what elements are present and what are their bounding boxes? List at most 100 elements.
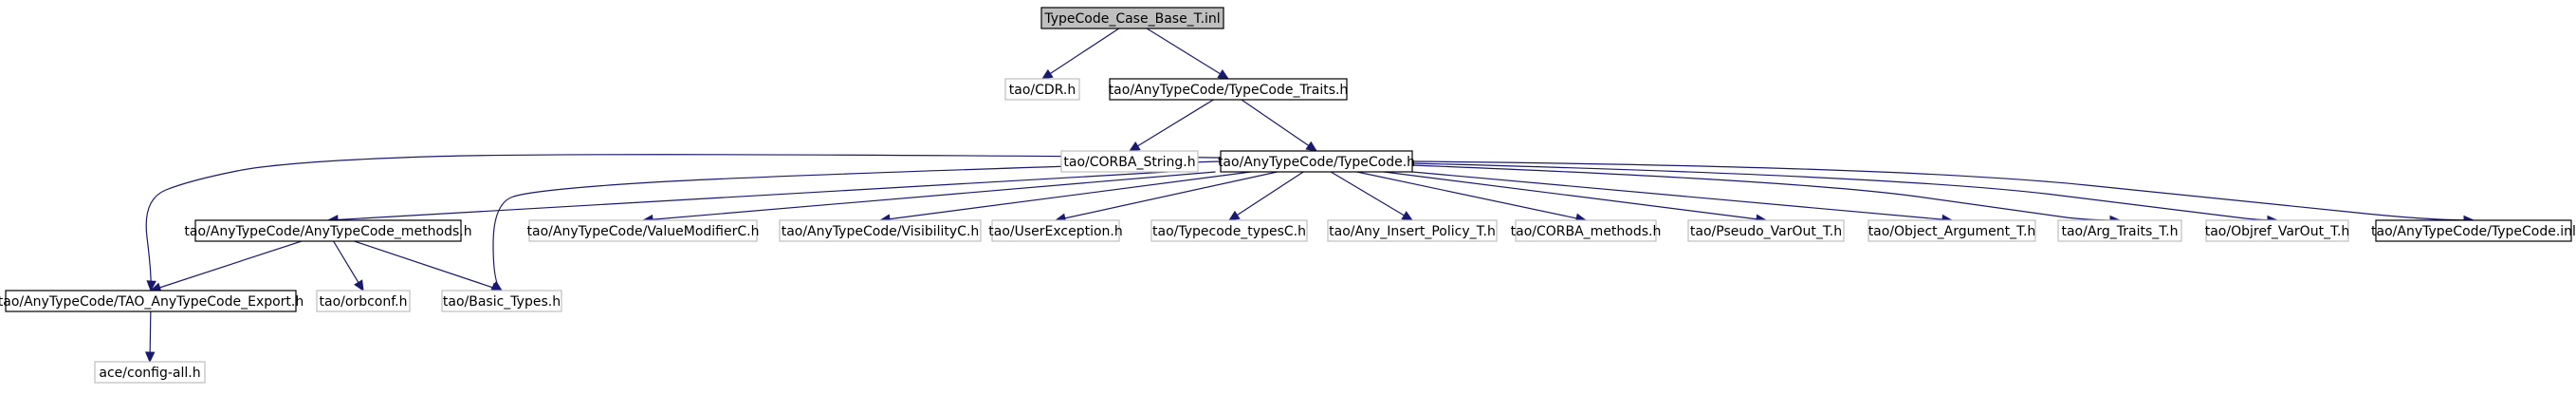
node-anyinsert: tao/Any_Insert_Policy_T.h [1327,219,1498,242]
node-box [1004,78,1080,101]
edge-typecode-to-objref [1411,162,2279,226]
edge-typecode-to-argtraits [1411,164,2122,226]
node-label: TypeCode_Case_Base_T.inl [1043,11,1220,27]
edge-line [1241,99,1317,152]
edge-arrowhead [1128,141,1141,152]
node-box [1687,219,1845,242]
node-box [5,290,297,312]
node-label: tao/Basic_Types.h [443,294,561,310]
node-box [2205,219,2349,242]
node-pseudo: tao/Pseudo_VarOut_T.h [1687,219,1845,242]
edge-line [1411,160,2475,221]
node-label: tao/CORBA_methods.h [1511,224,1662,239]
edge-line [1146,28,1229,80]
node-typestypes: tao/Typecode_typesC.h [1150,219,1308,242]
edge-typecode-to-anyinsert [1330,171,1414,221]
node-label: tao/Typecode_typesC.h [1152,224,1306,239]
node-box [991,219,1120,242]
node-objarg: tao/Object_Argument_T.h [1868,219,2036,242]
edge-export-to-configall [144,310,156,364]
edge-line [145,154,1222,292]
edge-line [1129,99,1214,152]
edge-line [1411,162,2278,221]
node-cdr: tao/CDR.h [1004,78,1080,101]
node-label: tao/Arg_Traits_T.h [2061,224,2178,239]
edge-arrowhead [144,351,156,364]
edge-typecode-to-visibility [878,171,1252,224]
node-basictypes: tao/Basic_Types.h [441,290,562,312]
node-label: tao/Pseudo_VarOut_T.h [1690,224,1842,239]
edge-line [642,171,1216,221]
node-label: tao/CDR.h [1009,83,1076,98]
node-box [1150,219,1308,242]
edge-arrowhead [146,280,156,292]
node-label: tao/AnyTypeCode/TAO_AnyTypeCode_Export.h [0,294,304,310]
node-visibility: tao/AnyTypeCode/VisibilityC.h [779,219,982,242]
edge-typecode-to-valuemod [641,171,1216,225]
node-box [1515,219,1657,242]
node-label: tao/AnyTypeCode/TypeCode.inl [2371,224,2576,239]
node-corbastring: tao/CORBA_String.h [1060,150,1199,173]
edge-line [327,171,1168,221]
node-box [2057,219,2182,242]
edge-line [1356,171,1587,221]
node-box [316,290,411,312]
node-box [94,361,206,384]
node-traits[interactable]: tao/AnyTypeCode/TypeCode_Traits.h [1109,78,1349,101]
edge-arrowhead [354,279,364,292]
edge-traits-to-corbastring [1128,99,1214,152]
edge-arrowhead [1401,211,1414,221]
edge-arrowhead [1040,68,1054,80]
node-label: tao/Any_Insert_Policy_T.h [1329,224,1496,239]
node-label: tao/orbconf.h [320,294,408,310]
edge-line [1055,171,1278,221]
edge-arrowhead [1227,210,1241,221]
node-objref: tao/Objref_VarOut_T.h [2205,219,2349,242]
node-label: tao/AnyTypeCode/TypeCode_Traits.h [1109,83,1349,98]
node-configall: ace/config-all.h [94,361,206,384]
node-label: tao/CORBA_String.h [1063,155,1195,170]
node-label: tao/AnyTypeCode/VisibilityC.h [782,224,980,239]
edge-line [1041,28,1120,80]
node-argtraits: tao/Arg_Traits_T.h [2057,219,2182,242]
edge-line [492,160,1222,292]
node-box [1040,7,1224,29]
edge-typecode-to-userexc [1054,171,1278,223]
edge-line [1228,171,1304,221]
node-box [779,219,982,242]
edge-methods-to-basictypes [354,240,504,292]
node-export[interactable]: tao/AnyTypeCode/TAO_AnyTypeCode_Export.h [0,290,304,312]
edge-methods-to-orbconf [333,240,364,292]
edge-line [354,240,503,292]
edge-line [1411,164,2121,221]
node-orbconf: tao/orbconf.h [316,290,411,312]
node-userexc: tao/UserException.h [988,219,1123,242]
edge-line [1330,171,1413,221]
node-corbamethods: tao/CORBA_methods.h [1511,219,1662,242]
node-box [1868,219,2036,242]
edge-root-to-traits [1146,28,1230,80]
edge-line [879,171,1252,221]
node-root: TypeCode_Case_Base_T.inl [1040,7,1224,29]
node-valuemod: tao/AnyTypeCode/ValueModifierC.h [527,219,759,242]
node-methods[interactable]: tao/AnyTypeCode/AnyTypeCode_methods.h [184,219,472,242]
node-label: tao/Object_Argument_T.h [1868,224,2036,239]
node-typecodeinl[interactable]: tao/AnyTypeCode/TypeCode.inl [2371,219,2576,242]
node-label: tao/AnyTypeCode/AnyTypeCode_methods.h [184,224,471,239]
node-label: tao/AnyTypeCode/TypeCode.h [1218,155,1415,170]
node-box [1060,150,1199,173]
edge-typecode-to-typestypes [1227,171,1304,221]
edge-root-to-cdr [1040,28,1120,80]
node-typecode[interactable]: tao/AnyTypeCode/TypeCode.h [1218,150,1415,173]
node-box [2375,219,2572,242]
node-box [1109,78,1348,101]
node-label: ace/config-all.h [99,366,200,381]
edge-typecode-to-corbamethods [1356,171,1588,223]
node-label: tao/UserException.h [988,224,1122,239]
edge-methods-to-export [149,240,303,292]
edge-typecode-to-methods [326,171,1168,225]
edge-line [150,240,303,292]
edge-typecode-to-export [145,154,1222,292]
